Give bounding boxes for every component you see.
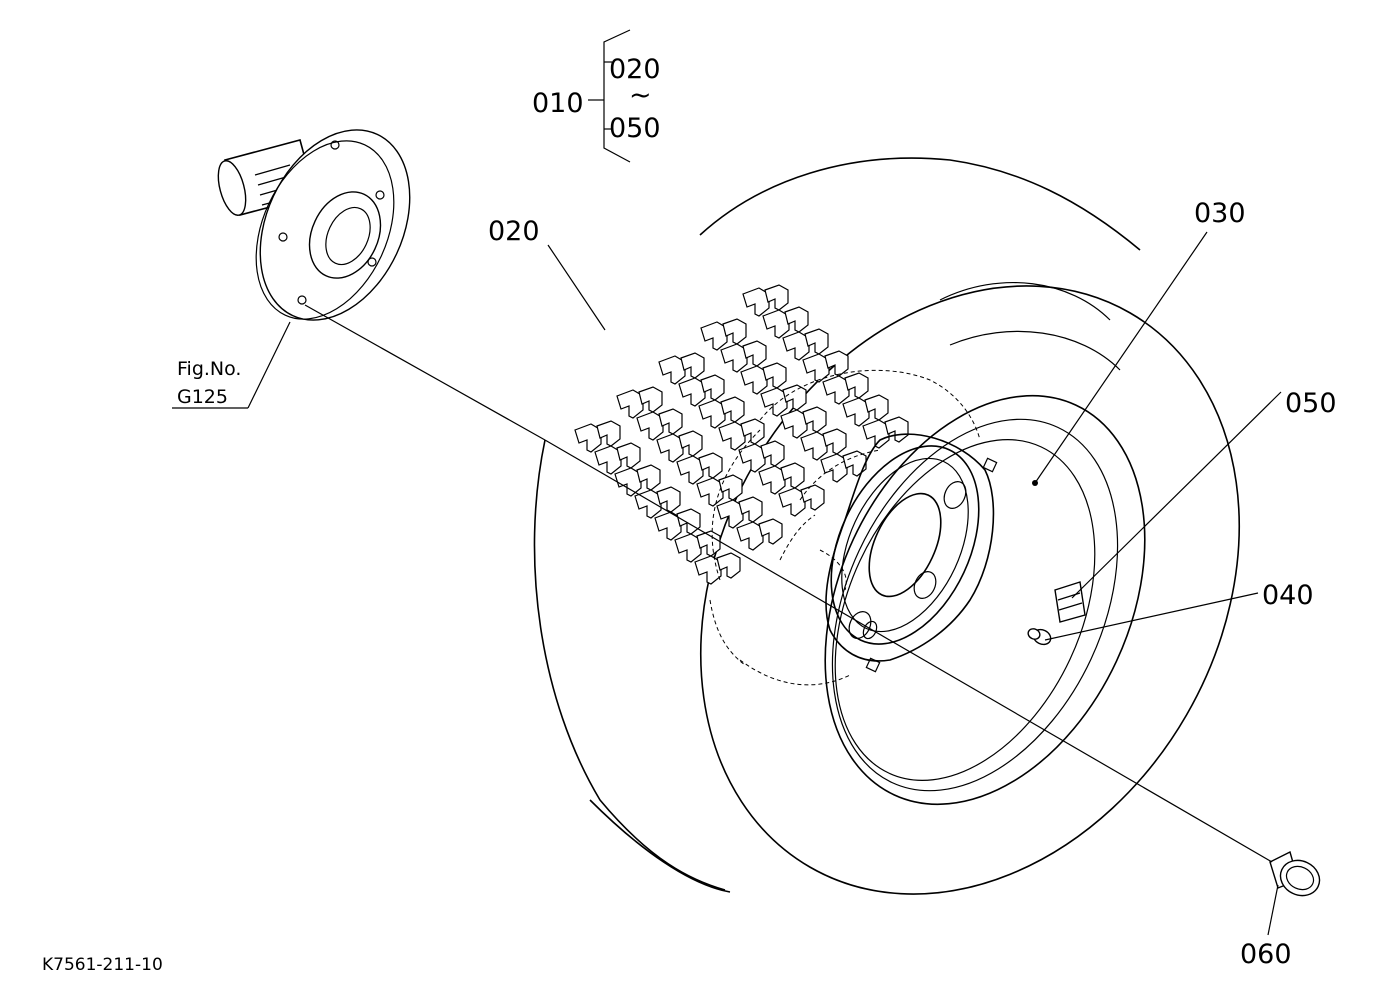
tread-lug xyxy=(656,433,684,463)
tread-lug xyxy=(738,443,766,473)
tread-lug xyxy=(716,499,744,529)
tread-lug xyxy=(842,397,870,427)
tread-lug xyxy=(782,331,810,361)
tread-lug xyxy=(674,533,702,563)
label-020: 020 xyxy=(488,216,540,247)
rim xyxy=(824,394,1146,806)
tread-lug xyxy=(574,423,602,453)
tread-lug xyxy=(718,421,746,451)
tread-lug xyxy=(762,309,790,339)
tread-lug xyxy=(742,287,770,317)
tread-lug xyxy=(736,521,764,551)
tread-lug xyxy=(594,445,622,475)
label-060: 060 xyxy=(1240,939,1292,970)
label-030: 030 xyxy=(1194,198,1246,229)
tread-pattern xyxy=(574,284,909,585)
tread-lug xyxy=(614,467,642,497)
tread-lug xyxy=(780,409,808,439)
tread-lug xyxy=(698,399,726,429)
label-fig-no: Fig.No. xyxy=(177,358,241,380)
tread-lug xyxy=(616,389,644,419)
tread-lug xyxy=(634,489,662,519)
tread-lug xyxy=(760,387,788,417)
label-range-end: 050 xyxy=(609,113,661,144)
drawing-code: K7561-211-10 xyxy=(42,955,163,975)
tread-lug xyxy=(636,411,664,441)
tread-lug xyxy=(658,355,686,385)
tread-lug xyxy=(720,343,748,373)
tread-lug xyxy=(676,455,704,485)
tread-lug xyxy=(696,477,724,507)
tread-lug xyxy=(842,450,867,477)
tread-lug xyxy=(820,453,848,483)
tread-lug xyxy=(862,419,890,449)
axle-hub-reference xyxy=(217,129,411,321)
tread-lug xyxy=(822,375,850,405)
label-010: 010 xyxy=(532,88,584,119)
label-range-start: 020 xyxy=(609,54,661,85)
label-fig-g125: G125 xyxy=(177,386,228,408)
tread-lug xyxy=(800,431,828,461)
tread-lug xyxy=(740,365,768,395)
valve xyxy=(1027,628,1052,646)
tread-lug xyxy=(700,321,728,351)
tread-lug xyxy=(884,416,909,443)
tire xyxy=(533,157,1241,895)
tread-lug xyxy=(802,353,830,383)
wheel-bolt xyxy=(1269,850,1321,897)
tread-lug xyxy=(758,465,786,495)
tread-lug xyxy=(758,518,783,545)
tread-lug xyxy=(678,377,706,407)
label-040: 040 xyxy=(1262,580,1314,611)
label-range-tilde: ~ xyxy=(629,80,652,111)
leader-lines xyxy=(172,29,1282,936)
tread-lug xyxy=(778,487,806,517)
tread-lug xyxy=(800,484,825,511)
valve-cover xyxy=(1054,581,1086,623)
label-050: 050 xyxy=(1285,388,1337,419)
tread-lug xyxy=(716,552,741,579)
tread-lug xyxy=(654,511,682,541)
